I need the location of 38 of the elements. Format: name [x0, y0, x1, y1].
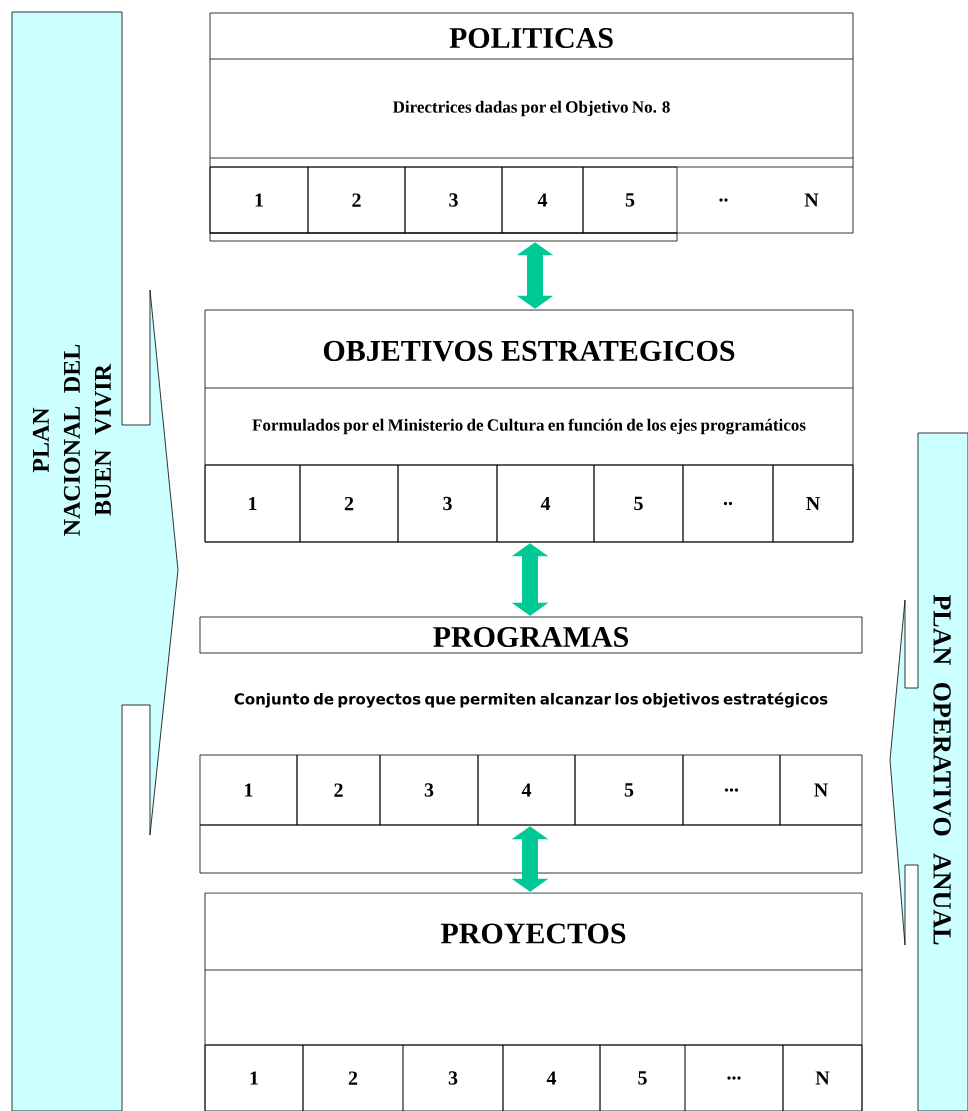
table-cell: 2 — [307, 166, 406, 234]
table-cell: 3 — [379, 754, 479, 826]
table-cell: N — [804, 193, 819, 207]
table-cell: 3 — [397, 464, 498, 543]
double-arrow — [511, 826, 549, 892]
table-cell: 3 — [404, 166, 503, 234]
description: Formulados por el Ministerio de Cultura en función de los ejes programáticos — [252, 418, 806, 435]
table-cell: 4 — [502, 1044, 601, 1111]
table-cell: .. — [682, 464, 774, 543]
heading: PROYECTOS — [440, 923, 626, 944]
table-cell: 1 — [209, 166, 309, 234]
table-cell: 5 — [599, 1044, 686, 1111]
table-cell: 4 — [477, 754, 576, 826]
table-cell: 5 — [582, 166, 678, 234]
table-cell: 1 — [204, 464, 301, 543]
table-cell: ... — [684, 1044, 784, 1111]
table-cell: 5 — [574, 754, 684, 826]
table-cell: 1 — [204, 1044, 304, 1111]
table-cell: 2 — [296, 754, 381, 826]
heading-box: PROGRAMAS — [199, 616, 863, 654]
table-cell: .. — [719, 198, 728, 202]
description: Conjunto de proyectos que permiten alcanzar los objetivos estratégicos — [234, 692, 828, 708]
double-arrow — [516, 242, 554, 309]
table-cell: N — [782, 1044, 863, 1111]
table-cell: 2 — [299, 464, 399, 543]
table-cell: N — [779, 754, 863, 826]
table-cell: 3 — [402, 1044, 504, 1111]
heading: OBJETIVOS ESTRATEGICOS — [323, 340, 735, 362]
table-cell: 1 — [199, 754, 298, 826]
heading: POLITICAS — [449, 27, 613, 49]
table-cell: 4 — [501, 166, 584, 234]
table-cell: ... — [682, 754, 781, 826]
description: Directrices dadas por el Objetivo No. 8 — [392, 100, 670, 117]
table-cell: 5 — [593, 464, 684, 543]
table-cell: 2 — [302, 1044, 404, 1111]
double-arrow — [511, 543, 549, 616]
table-cell: 4 — [496, 464, 595, 543]
table-cell: N — [772, 464, 854, 543]
